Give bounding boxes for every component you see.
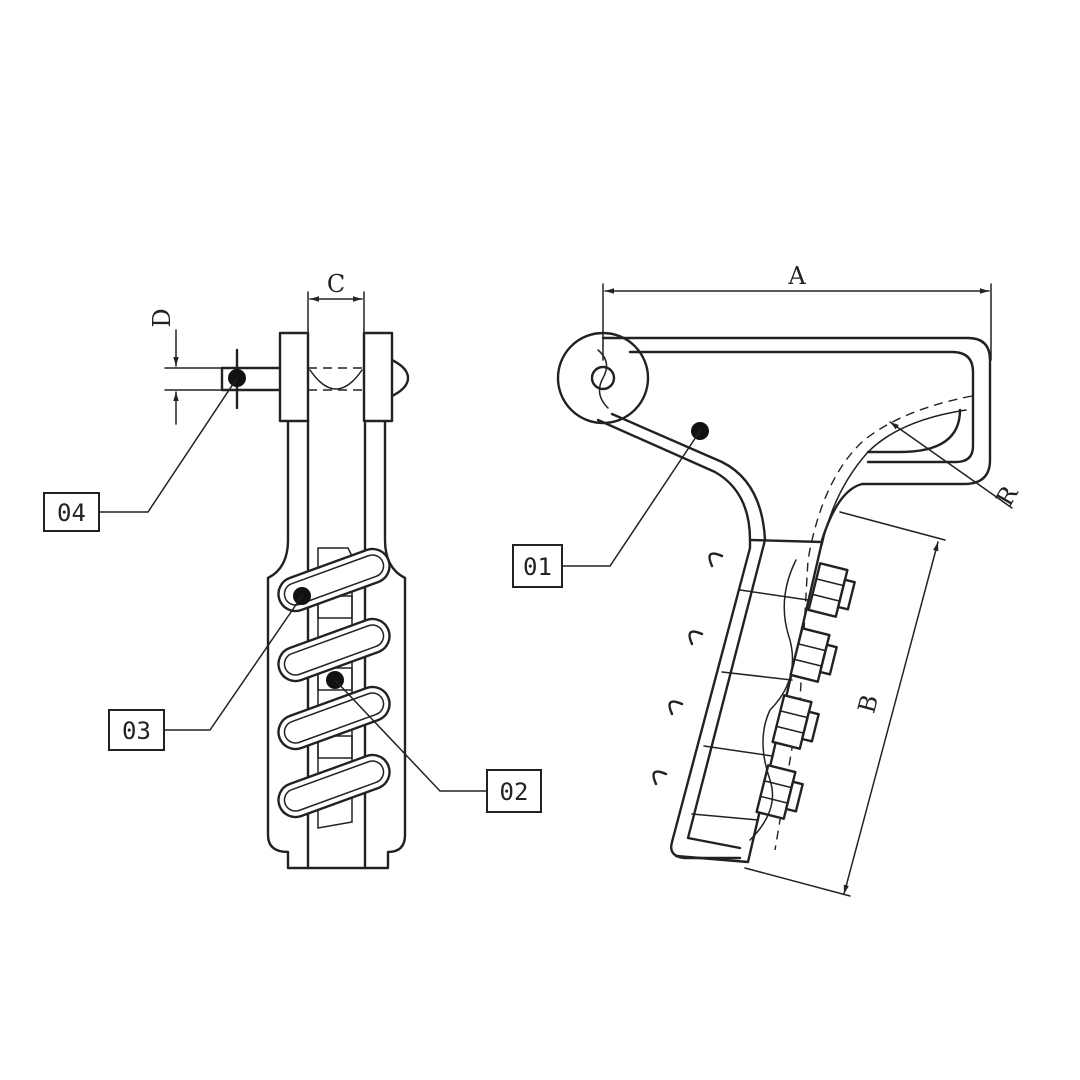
callout-03-label: 03 <box>122 717 151 745</box>
inner-step <box>866 408 962 454</box>
conductor-wave <box>749 559 797 841</box>
callout-01: 01 <box>512 422 709 588</box>
side-view: A R B 01 <box>512 262 1024 897</box>
curve-body <box>821 409 967 546</box>
eye-cotter <box>597 349 609 409</box>
callout-04-label: 04 <box>57 499 86 527</box>
clamp-bumps <box>652 552 724 786</box>
lower-arm-outer <box>596 418 752 860</box>
bolt-nuts <box>755 562 856 820</box>
callout-03: 03 <box>108 587 311 751</box>
callout-01-label: 01 <box>523 553 552 581</box>
dimension-d-label: D <box>148 308 176 327</box>
front-view: C D 04 03 02 <box>43 270 542 870</box>
dimension-d: D <box>148 308 223 425</box>
pin-head <box>390 358 410 398</box>
lug-left <box>278 331 310 423</box>
body-inner-outline <box>628 350 975 464</box>
hidden-pin-curve <box>309 369 363 390</box>
dimension-c: C <box>307 270 365 334</box>
dimension-b-label: B <box>852 692 884 716</box>
dimension-a: A <box>602 262 992 361</box>
dimension-r-label: R <box>990 480 1024 510</box>
cable-path <box>774 395 973 851</box>
dimension-a-label: A <box>787 262 806 290</box>
callout-04: 04 <box>43 369 246 532</box>
dimension-r: R <box>889 421 1024 511</box>
shackle-body-outline <box>266 418 407 870</box>
body-outer-outline <box>601 336 992 542</box>
eye-hole <box>590 365 616 391</box>
callout-02: 02 <box>326 671 542 813</box>
lug-right <box>362 331 394 423</box>
dimension-c-label: C <box>327 270 345 298</box>
callout-02-label: 02 <box>500 778 529 806</box>
